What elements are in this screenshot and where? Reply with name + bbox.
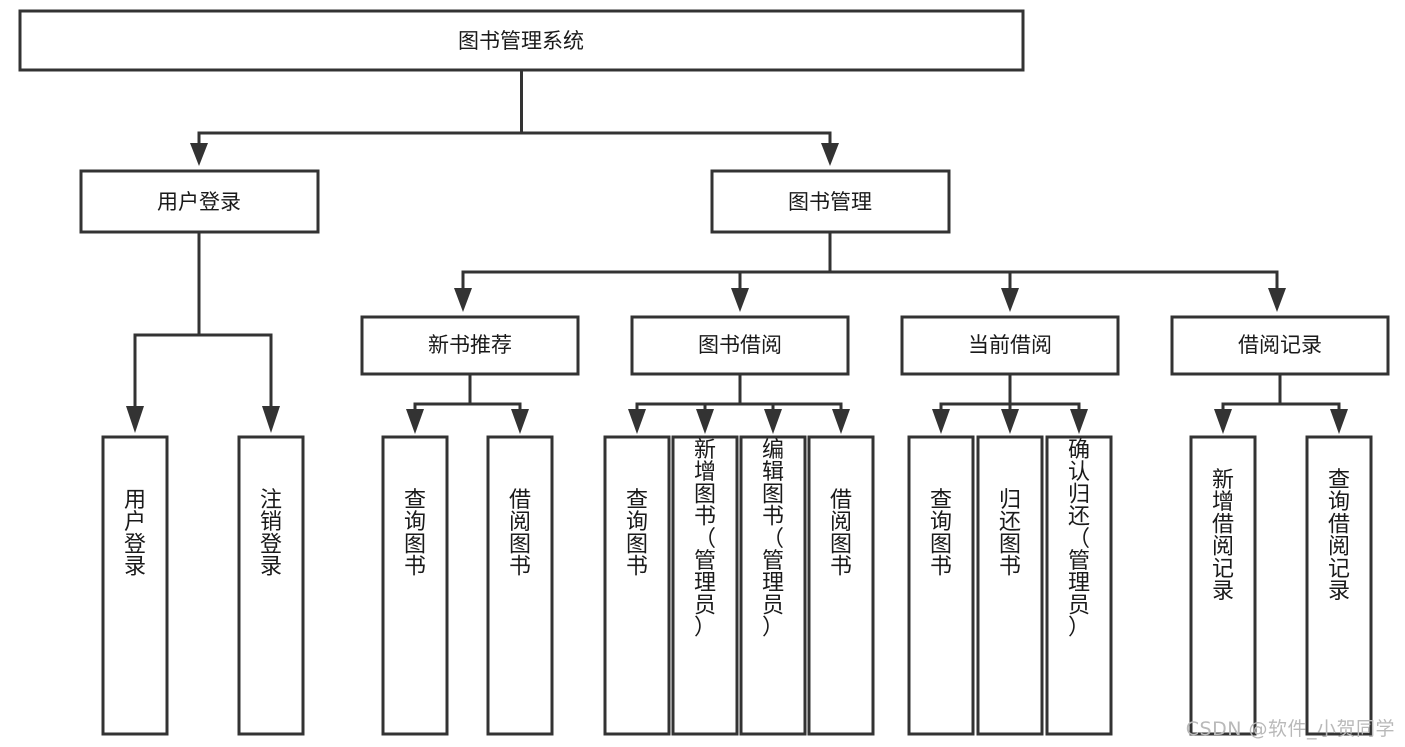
leaf-node-logout-box[interactable] xyxy=(237,435,305,736)
arrow-head-book-borrow xyxy=(731,288,749,312)
node-user-login[interactable]: 用户登录 xyxy=(79,169,320,234)
arrow-head-new-book-rec xyxy=(454,288,472,312)
leaf-node-borrow-book-1[interactable]: 借阅图书 xyxy=(486,435,554,736)
node-borrow-record[interactable]: 借阅记录 xyxy=(1170,315,1390,376)
arrow-head-leaf-logout xyxy=(262,406,280,433)
leaf-node-user-login[interactable]: 用户登录 xyxy=(101,435,169,736)
leaf-node-query-book-2[interactable]: 查询图书 xyxy=(603,435,671,736)
leaf-node-logout[interactable]: 注销登录 xyxy=(237,435,305,736)
node-book-borrow-box[interactable] xyxy=(630,315,850,376)
arrow-head-leaf-query-book-1 xyxy=(406,409,424,434)
leaf-node-query-book-1-label: 查询图书 xyxy=(404,488,426,580)
leaf-node-query-borrow-record[interactable]: 查询借阅记录 xyxy=(1305,435,1373,736)
connector-group-user-login xyxy=(126,230,280,433)
node-user-login-label: 用户登录 xyxy=(157,190,241,214)
node-new-book-recommend-label: 新书推荐 xyxy=(428,333,512,357)
node-book-borrow-label: 图书借阅 xyxy=(698,333,782,357)
arrow-head-leaf-borrow-book-2 xyxy=(832,409,850,434)
leaf-node-borrow-book-1-label: 借阅图书 xyxy=(509,488,531,580)
connector-group-book-mgmt xyxy=(454,230,1286,312)
node-new-book-recommend-box[interactable] xyxy=(360,315,580,376)
leaf-node-user-login-box[interactable] xyxy=(101,435,169,736)
connector-group-root xyxy=(190,68,839,166)
arrow-head-current-borrow xyxy=(1001,288,1019,312)
node-book-management-box[interactable] xyxy=(710,169,951,234)
leaf-node-add-borrow-record[interactable]: 新增借阅记录 xyxy=(1189,435,1257,736)
leaf-node-add-book-admin-box[interactable] xyxy=(671,435,739,736)
node-book-borrow[interactable]: 图书借阅 xyxy=(630,315,850,376)
leaf-node-return-book-box[interactable] xyxy=(976,435,1044,736)
arrow-head-borrow-record xyxy=(1268,288,1286,312)
node-user-login-box[interactable] xyxy=(79,169,320,234)
arrow-head-leaf-return-book xyxy=(1001,409,1019,434)
arrow-head-leaf-borrow-book-1 xyxy=(511,409,529,434)
leaf-node-query-borrow-record-box[interactable] xyxy=(1305,435,1373,736)
leaf-node-add-borrow-record-box[interactable] xyxy=(1189,435,1257,736)
arrow-head-book-mgmt xyxy=(821,143,839,166)
leaf-node-confirm-return-admin-box[interactable] xyxy=(1045,435,1113,736)
csdn-watermark: CSDN @软件_小贺同学 xyxy=(1185,718,1395,740)
leaf-node-query-book-1[interactable]: 查询图书 xyxy=(381,435,449,736)
leaf-node-query-book-2-box[interactable] xyxy=(603,435,671,736)
connector-group-new-book-rec xyxy=(406,372,529,434)
leaf-node-borrow-book-1-box[interactable] xyxy=(486,435,554,736)
leaf-node-borrow-book-2-box[interactable] xyxy=(807,435,875,736)
node-root-system[interactable]: 图书管理系统 xyxy=(18,9,1025,72)
leaf-node-edit-book-admin[interactable]: 编辑图书（管理员） xyxy=(739,435,807,736)
leaf-node-borrow-book-2[interactable]: 借阅图书 xyxy=(807,435,875,736)
arrow-head-leaf-add-book xyxy=(696,409,714,434)
leaf-node-query-book-3-box[interactable] xyxy=(907,435,975,736)
arrow-head-leaf-add-record xyxy=(1214,409,1232,434)
arrow-head-leaf-confirm-return xyxy=(1070,409,1088,434)
node-current-borrow-label: 当前借阅 xyxy=(968,333,1052,357)
connector-group-book-borrow xyxy=(628,372,850,434)
leaf-node-query-book-3[interactable]: 查询图书 xyxy=(907,435,975,736)
node-book-management[interactable]: 图书管理 xyxy=(710,169,951,234)
leaf-node-logout-label: 注销登录 xyxy=(260,488,282,580)
arrow-head-leaf-user-login xyxy=(126,406,144,433)
connector-group-borrow-record xyxy=(1214,372,1348,434)
node-new-book-recommend[interactable]: 新书推荐 xyxy=(360,315,580,376)
leaf-node-query-borrow-record-label: 查询借阅记录 xyxy=(1328,468,1350,604)
arrow-head-leaf-query-book-2 xyxy=(628,409,646,434)
node-root-system-box[interactable] xyxy=(18,9,1025,72)
leaf-node-query-book-3-label: 查询图书 xyxy=(930,488,952,580)
leaf-node-add-book-admin-label: 新增图书（管理员） xyxy=(694,438,716,641)
node-book-management-label: 图书管理 xyxy=(788,190,872,214)
leaf-node-return-book-label: 归还图书 xyxy=(999,488,1021,580)
arrow-head-user-login xyxy=(190,143,208,166)
leaf-node-query-book-2-label: 查询图书 xyxy=(626,488,648,580)
connector-group-current-borrow xyxy=(932,372,1088,434)
node-current-borrow-box[interactable] xyxy=(900,315,1120,376)
leaf-node-add-borrow-record-label: 新增借阅记录 xyxy=(1212,468,1234,604)
leaf-node-confirm-return-admin[interactable]: 确认归还（管理员） xyxy=(1045,435,1113,736)
arrow-head-leaf-query-record xyxy=(1330,409,1348,434)
node-borrow-record-box[interactable] xyxy=(1170,315,1390,376)
arrow-head-leaf-query-book-3 xyxy=(932,409,950,434)
leaf-node-confirm-return-admin-label: 确认归还（管理员） xyxy=(1068,438,1090,641)
leaf-node-edit-book-admin-box[interactable] xyxy=(739,435,807,736)
node-current-borrow[interactable]: 当前借阅 xyxy=(900,315,1120,376)
leaf-node-borrow-book-2-label: 借阅图书 xyxy=(830,488,852,580)
arrow-head-leaf-edit-book xyxy=(764,409,782,434)
leaf-node-add-book-admin[interactable]: 新增图书（管理员） xyxy=(671,435,739,736)
node-root-system-label: 图书管理系统 xyxy=(458,29,584,53)
leaf-node-user-login-label: 用户登录 xyxy=(124,488,146,580)
node-borrow-record-label: 借阅记录 xyxy=(1238,333,1322,357)
leaf-node-return-book[interactable]: 归还图书 xyxy=(976,435,1044,736)
leaf-node-edit-book-admin-label: 编辑图书（管理员） xyxy=(762,438,784,641)
leaf-node-query-book-1-box[interactable] xyxy=(381,435,449,736)
